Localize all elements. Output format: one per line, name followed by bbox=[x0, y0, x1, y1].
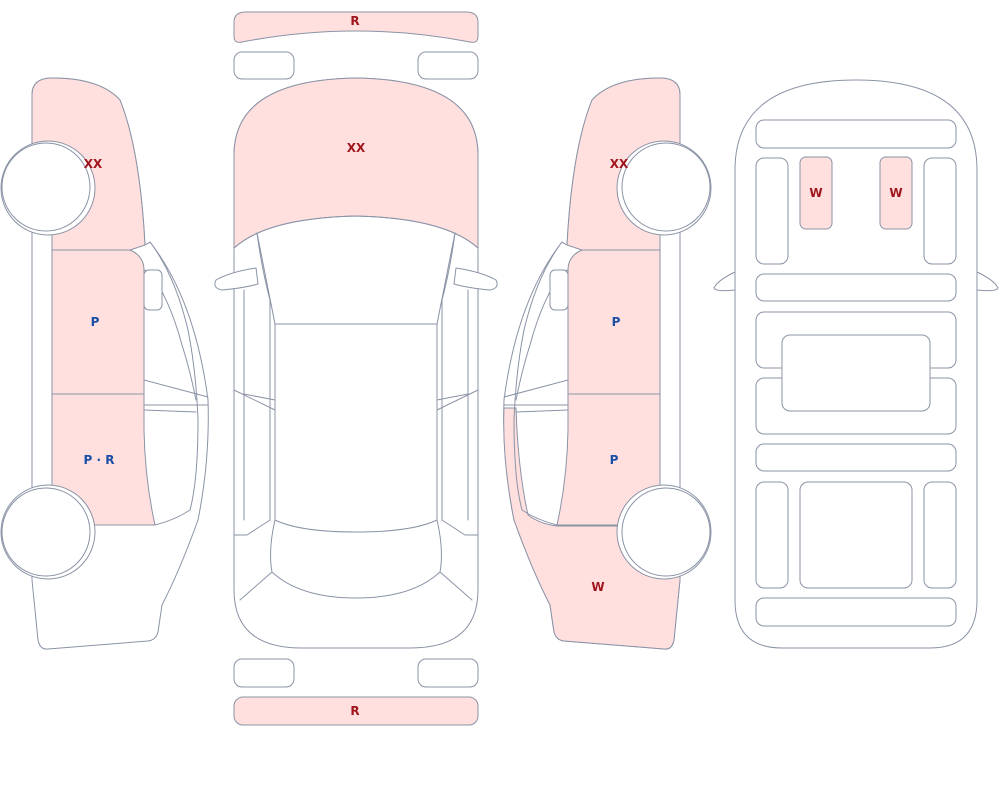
front-right-seat-label: W bbox=[889, 186, 902, 200]
right-front-door-panel bbox=[923, 157, 957, 265]
front-bumper[interactable] bbox=[233, 11, 479, 43]
interior-view: W W bbox=[713, 79, 999, 649]
right-side-view: XX P P W bbox=[503, 77, 712, 650]
right-taillight bbox=[417, 658, 479, 688]
interior-left-mirror bbox=[713, 271, 736, 292]
left-rear-door-label: P · R bbox=[84, 453, 115, 467]
left-rear-door-panel bbox=[755, 481, 789, 589]
front-right-seat[interactable] bbox=[879, 156, 913, 230]
right-rear-quarter[interactable] bbox=[503, 407, 681, 650]
right-front-fender-label: XX bbox=[610, 157, 629, 171]
center-bar-rear bbox=[755, 443, 957, 472]
front-bumper-label: R bbox=[350, 14, 359, 28]
rear-bumper-label: R bbox=[350, 704, 359, 718]
front-left-seat-label: W bbox=[809, 186, 822, 200]
rear-bumper[interactable] bbox=[233, 696, 479, 726]
right-mirror bbox=[549, 269, 569, 311]
left-mirror bbox=[143, 269, 163, 311]
left-rear-wheel bbox=[1, 487, 91, 577]
front-left-seat[interactable] bbox=[799, 156, 833, 230]
right-front-door[interactable] bbox=[567, 249, 661, 395]
right-rear-wheel bbox=[621, 487, 711, 577]
center-bar-front bbox=[755, 273, 957, 302]
dashboard bbox=[755, 119, 957, 149]
right-front-wheel bbox=[621, 142, 711, 232]
top-left-mirror bbox=[214, 267, 259, 291]
left-taillight bbox=[233, 658, 295, 688]
right-front-door-label: P bbox=[612, 315, 621, 329]
right-rear-door-panel bbox=[923, 481, 957, 589]
left-front-wheel bbox=[1, 142, 91, 232]
right-rear-quarter-label: W bbox=[591, 580, 604, 594]
hood-label: XX bbox=[347, 141, 366, 155]
interior-right-mirror bbox=[976, 271, 999, 292]
left-front-door-panel bbox=[755, 157, 789, 265]
left-front-door-label: P bbox=[91, 315, 100, 329]
trunk-panel bbox=[755, 597, 957, 627]
right-rear-door-label: P bbox=[610, 453, 619, 467]
left-side-view: XX P P · R bbox=[0, 77, 209, 650]
top-view: R XX R bbox=[214, 11, 498, 726]
left-front-fender-label: XX bbox=[84, 157, 103, 171]
right-headlight bbox=[417, 51, 479, 80]
rear-seat bbox=[799, 481, 913, 589]
left-front-door[interactable] bbox=[51, 249, 145, 395]
top-right-mirror bbox=[453, 267, 498, 291]
left-headlight bbox=[233, 51, 295, 80]
center-console bbox=[781, 334, 931, 412]
